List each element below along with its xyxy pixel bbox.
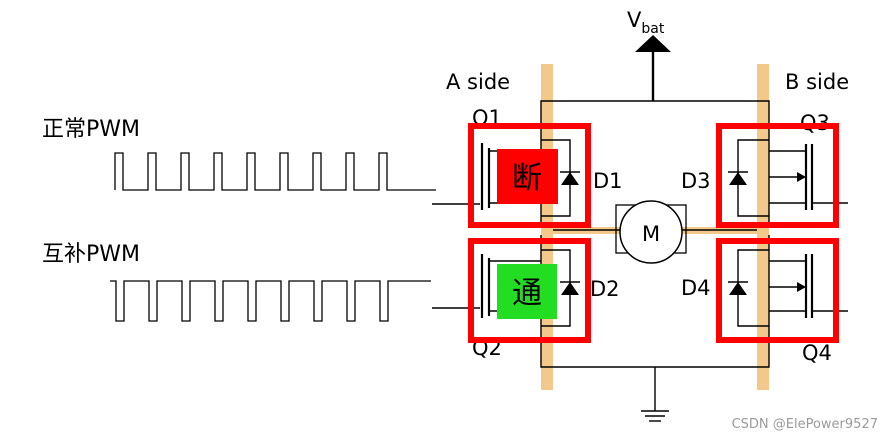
d4-label: D4 [681, 276, 711, 300]
q4-highlight-box [716, 238, 839, 343]
vbat-label: Vbat [627, 8, 665, 37]
q4-mosfet [769, 254, 848, 318]
on-tag-bg [497, 264, 557, 319]
a-side-label: A side [446, 70, 510, 94]
b-side-label: B side [785, 70, 849, 94]
d4-diode [728, 249, 769, 327]
complementary-pwm-label: 互补PWM [42, 242, 140, 267]
on-tag: 通 [512, 276, 542, 311]
d2-diode [541, 249, 580, 327]
q3-highlight-box [716, 123, 839, 228]
q3-mosfet [769, 144, 848, 210]
d3-label: D3 [681, 169, 711, 193]
off-tag-bg [497, 149, 558, 204]
q4-label: Q4 [802, 341, 832, 365]
complementary-pwm-waveform [110, 280, 431, 322]
normal-pwm-label: 正常PWM [42, 117, 140, 142]
ground-icon [641, 367, 669, 422]
q2-highlight-box [468, 238, 591, 343]
watermark: CSDN @ElePower9527 [732, 417, 878, 432]
motor [553, 200, 757, 264]
d2-label: D2 [590, 277, 620, 301]
d1-diode [541, 139, 580, 217]
d3-diode [728, 139, 769, 217]
off-tag: 断 [512, 161, 542, 196]
normal-pwm-waveform [114, 152, 436, 191]
q1-highlight-box [468, 123, 591, 228]
vbat-arrow-icon [635, 35, 671, 101]
motor-label: M [642, 222, 660, 246]
d1-label: D1 [593, 169, 623, 193]
